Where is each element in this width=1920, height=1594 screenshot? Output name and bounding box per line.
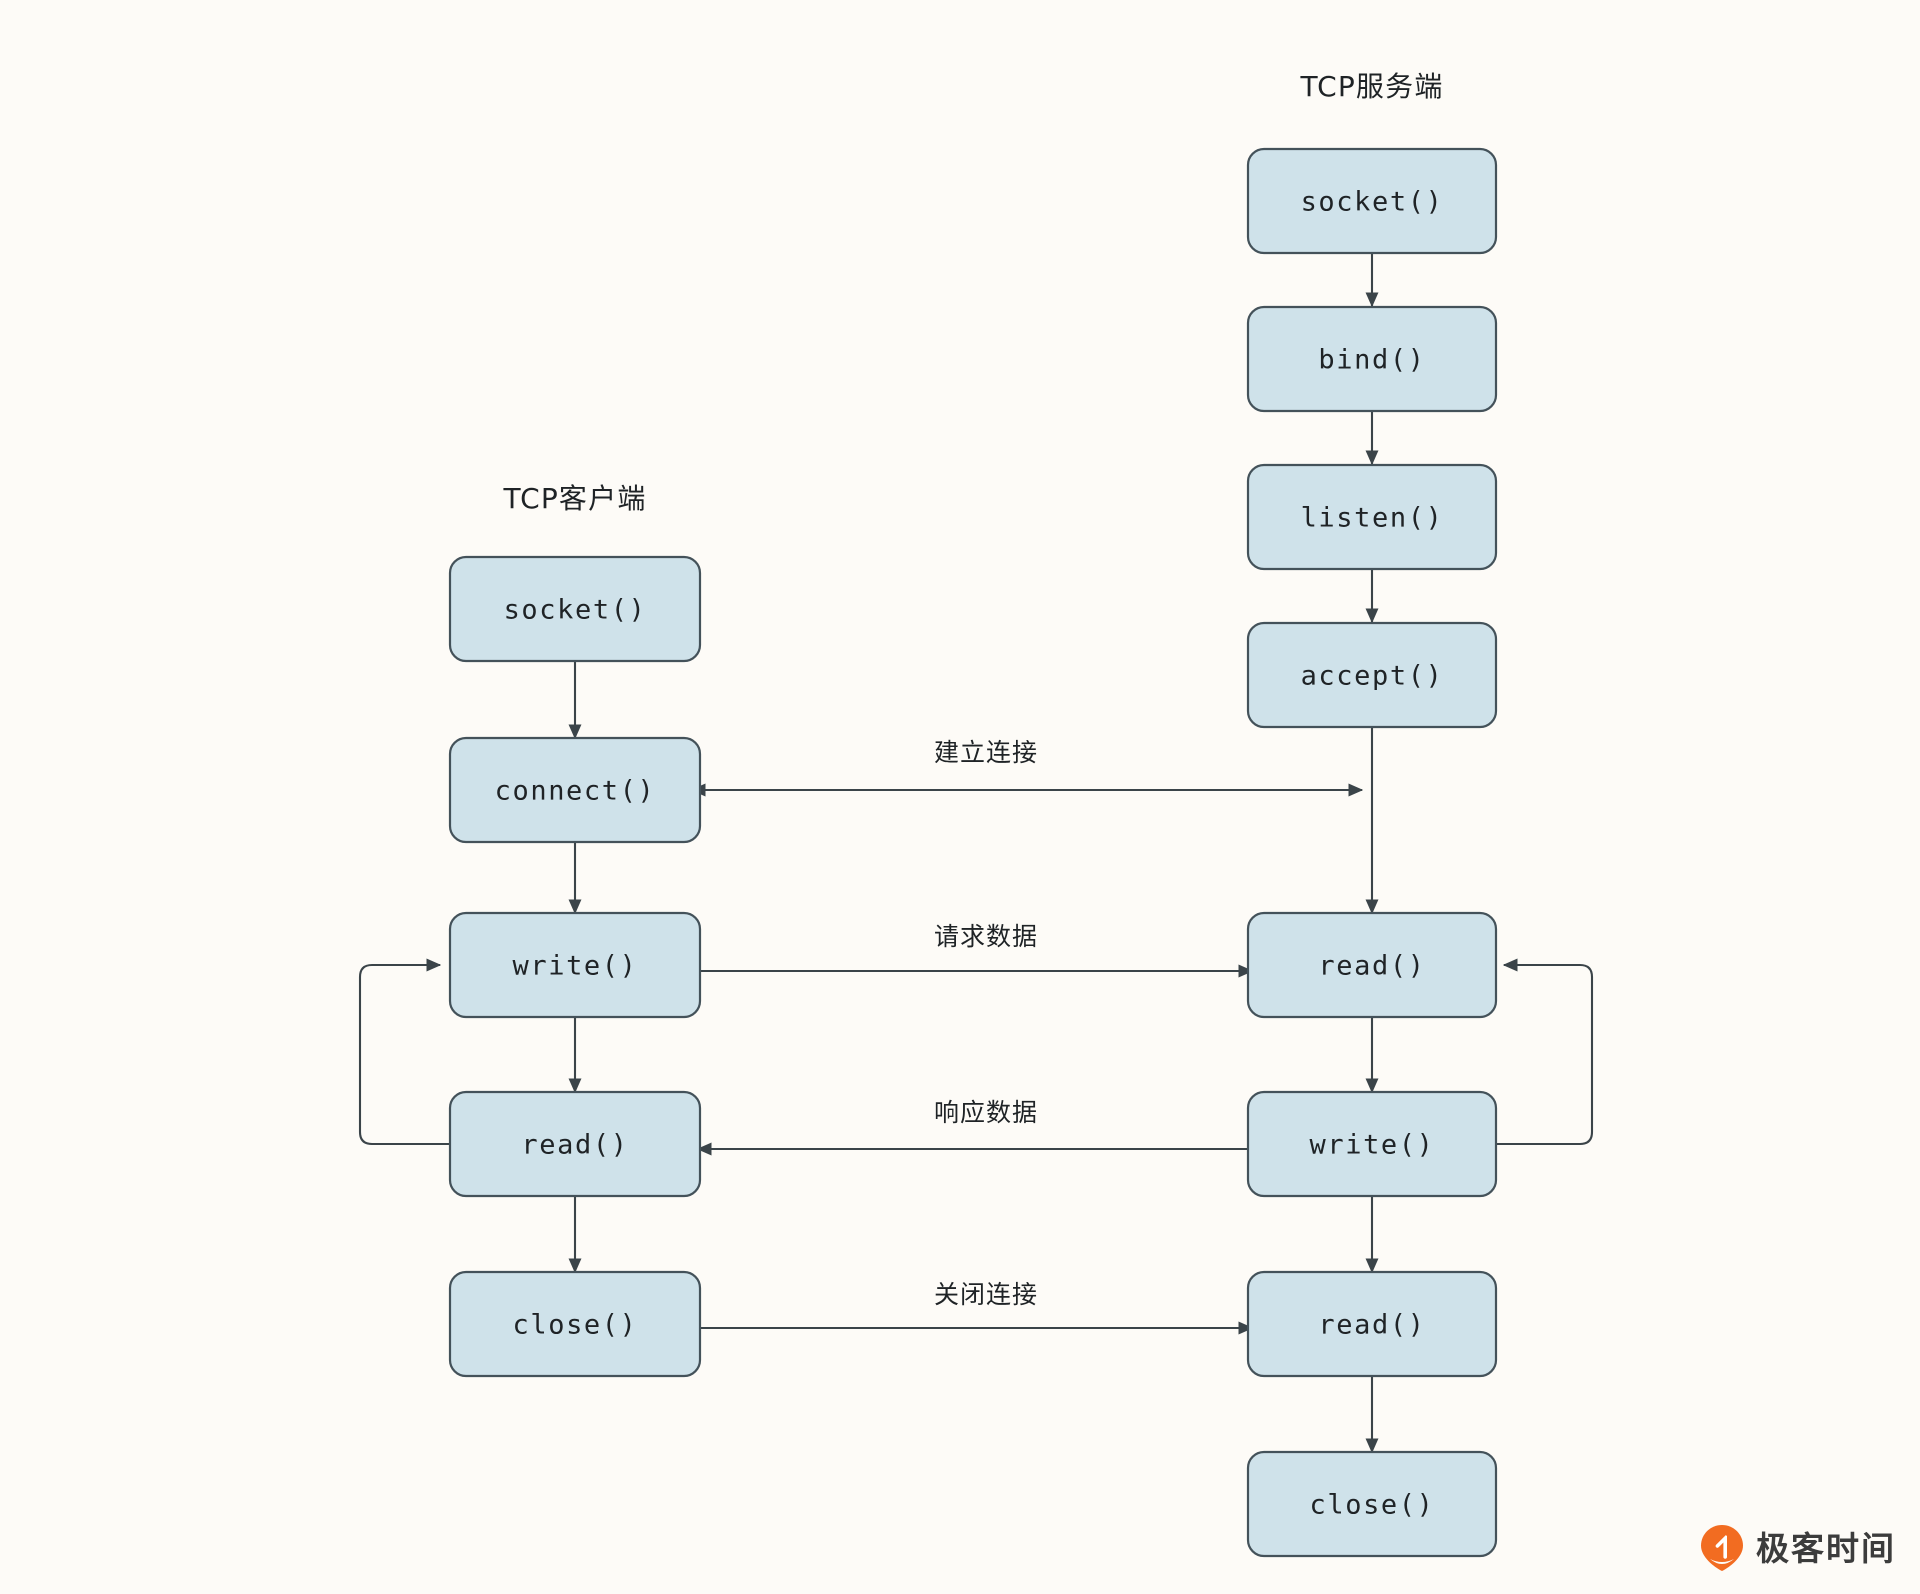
server-node-listen[interactable]: listen(): [1246, 463, 1498, 571]
server-node-bind[interactable]: bind(): [1246, 305, 1498, 413]
server-node-close[interactable]: close(): [1246, 1450, 1498, 1558]
client-node-socket[interactable]: socket(): [448, 555, 702, 663]
server-node-bind-box[interactable]: [1246, 305, 1498, 413]
server-node-close-box[interactable]: [1246, 1450, 1498, 1558]
server-node-read-first[interactable]: read(): [1246, 911, 1498, 1019]
client-node-write-label: write(): [513, 951, 638, 982]
client-loop-edge: [358, 958, 450, 1146]
client-node-connect-box[interactable]: [448, 736, 702, 844]
server-node-socket-box[interactable]: [1246, 147, 1498, 255]
client-column-title: TCP客户端: [502, 482, 646, 515]
client-node-connect[interactable]: connect(): [448, 736, 702, 844]
client-node-read[interactable]: read(): [448, 1090, 702, 1198]
server-node-read-first-label: read(): [1318, 951, 1425, 982]
client-node-close-label: close(): [513, 1310, 638, 1341]
server-node-read-second[interactable]: read(): [1246, 1270, 1498, 1378]
cross-edge-label-establish-connection: 建立连接: [934, 738, 1038, 767]
client-node-write[interactable]: write(): [448, 911, 702, 1019]
server-node-bind-label: bind(): [1318, 345, 1425, 376]
server-node-read-first-box[interactable]: [1246, 911, 1498, 1019]
client-node-read-label: read(): [521, 1130, 628, 1161]
server-node-listen-label: listen(): [1301, 503, 1444, 534]
server-node-close-label: close(): [1310, 1490, 1435, 1521]
server-node-socket[interactable]: socket(): [1246, 147, 1498, 255]
client-node-close-box[interactable]: [448, 1270, 702, 1378]
server-node-accept[interactable]: accept(): [1246, 621, 1498, 729]
server-node-accept-box[interactable]: [1246, 621, 1498, 729]
server-node-accept-label: accept(): [1301, 661, 1444, 692]
client-node-read-box[interactable]: [448, 1090, 702, 1198]
server-loop-edge: [1494, 958, 1594, 1146]
client-node-close[interactable]: close(): [448, 1270, 702, 1378]
server-node-socket-label: socket(): [1301, 187, 1444, 218]
client-node-socket-label: socket(): [504, 595, 647, 626]
server-node-write[interactable]: write(): [1246, 1090, 1498, 1198]
watermark: 极客时间: [1700, 1524, 1896, 1572]
cross-edge-label-response-data: 响应数据: [934, 1098, 1038, 1127]
client-node-connect-label: connect(): [495, 776, 656, 807]
client-node-write-box[interactable]: [448, 911, 702, 1019]
server-column-title: TCP服务端: [1299, 70, 1443, 103]
cross-edge-label-request-data: 请求数据: [934, 922, 1038, 951]
location-pin-icon: [1700, 1524, 1744, 1572]
watermark-text: 极客时间: [1756, 1528, 1896, 1568]
server-node-read-second-box[interactable]: [1246, 1270, 1498, 1378]
cross-edge-label-close-connection: 关闭连接: [934, 1280, 1038, 1309]
client-node-socket-box[interactable]: [448, 555, 702, 663]
server-node-read-second-label: read(): [1318, 1310, 1425, 1341]
server-node-listen-box[interactable]: [1246, 463, 1498, 571]
server-node-write-label: write(): [1310, 1130, 1435, 1161]
server-node-write-box[interactable]: [1246, 1090, 1498, 1198]
